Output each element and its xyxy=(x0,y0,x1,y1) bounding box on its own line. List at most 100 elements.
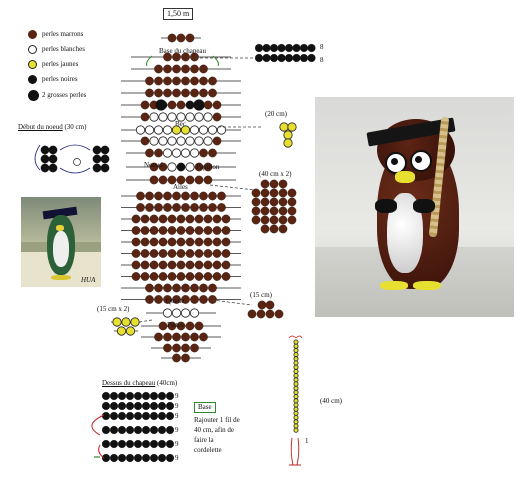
label-ailes-len: (40 cm x 2) xyxy=(259,170,292,178)
bead xyxy=(171,308,182,318)
rajouter-text: Rajouter 1 fil de 40 cm, afin de faire l… xyxy=(194,417,240,454)
bead xyxy=(194,175,204,185)
bead xyxy=(140,237,150,247)
bead xyxy=(163,343,172,353)
bead xyxy=(190,52,199,62)
bead xyxy=(109,411,119,421)
bead xyxy=(165,425,175,435)
bead xyxy=(167,321,177,331)
cord-top xyxy=(288,335,303,339)
bead xyxy=(40,154,50,164)
bead xyxy=(199,283,208,293)
bead xyxy=(176,136,186,146)
bead xyxy=(262,43,271,53)
label-count-8: 8 xyxy=(320,56,324,64)
guide-line xyxy=(211,299,253,306)
bead xyxy=(278,197,288,207)
bead xyxy=(167,214,177,224)
bead xyxy=(284,43,294,53)
bead xyxy=(176,112,186,122)
bead xyxy=(133,439,143,449)
bead xyxy=(162,125,173,135)
bead xyxy=(190,76,199,86)
bead xyxy=(185,321,195,331)
bead xyxy=(199,76,208,86)
bead xyxy=(293,352,299,358)
bead xyxy=(158,237,168,247)
bead xyxy=(176,272,186,281)
bead xyxy=(100,163,110,173)
bead xyxy=(190,64,199,74)
bead xyxy=(265,300,275,310)
bead xyxy=(292,53,301,63)
bead xyxy=(221,226,231,235)
bead xyxy=(158,272,168,281)
bead xyxy=(149,214,159,224)
bead xyxy=(135,125,146,135)
bead xyxy=(287,188,297,198)
bead xyxy=(212,100,222,110)
bead xyxy=(131,249,141,258)
bead xyxy=(212,112,222,122)
bead xyxy=(171,125,182,135)
label-cord-one: 1 xyxy=(305,437,309,445)
bead xyxy=(181,88,190,98)
bead xyxy=(158,214,168,224)
bead xyxy=(190,343,199,353)
bead xyxy=(109,401,119,411)
bead xyxy=(163,203,172,212)
bead xyxy=(165,411,175,421)
knot-marker-icon xyxy=(73,158,81,166)
cord-tassel xyxy=(289,437,301,466)
bead xyxy=(141,391,151,401)
label-nine: 9 xyxy=(175,454,179,462)
bead xyxy=(109,439,119,449)
bead xyxy=(203,175,213,185)
bead xyxy=(48,154,58,164)
label-nine: 9 xyxy=(175,392,179,400)
bead xyxy=(185,33,195,43)
bead xyxy=(167,33,177,43)
bead xyxy=(125,425,135,435)
bead xyxy=(165,453,175,463)
bead xyxy=(158,226,168,235)
bead xyxy=(185,136,195,146)
bead xyxy=(185,249,195,258)
bead xyxy=(208,283,217,293)
bead xyxy=(154,64,163,74)
bead xyxy=(269,53,279,63)
bead xyxy=(117,425,127,435)
bead xyxy=(149,272,159,281)
bead xyxy=(203,260,213,270)
bead xyxy=(190,203,199,212)
bead xyxy=(136,203,145,212)
bead xyxy=(181,52,190,62)
bead xyxy=(165,391,175,401)
bead xyxy=(217,203,226,212)
bead xyxy=(158,260,168,270)
bead xyxy=(269,206,279,216)
bead xyxy=(100,154,110,164)
base-marker xyxy=(146,55,219,67)
bead xyxy=(157,401,167,411)
bead xyxy=(269,224,279,234)
bead xyxy=(278,215,288,225)
bead xyxy=(251,197,261,207)
bead xyxy=(190,283,199,293)
bead xyxy=(141,425,151,435)
bead xyxy=(203,226,213,235)
bead xyxy=(190,191,199,201)
bead xyxy=(140,226,150,235)
label-debut-noeud-text: Début du noeud xyxy=(18,123,63,131)
bead xyxy=(117,411,127,421)
bead xyxy=(265,309,275,319)
legend-label: perles blanches xyxy=(42,45,85,53)
bead xyxy=(251,188,261,198)
bead xyxy=(221,260,231,270)
bead xyxy=(299,43,309,53)
bead xyxy=(185,272,195,281)
bead xyxy=(260,215,270,225)
label-papillon: Papillon xyxy=(196,163,220,171)
label-nine: 9 xyxy=(175,440,179,448)
bead xyxy=(149,425,159,435)
